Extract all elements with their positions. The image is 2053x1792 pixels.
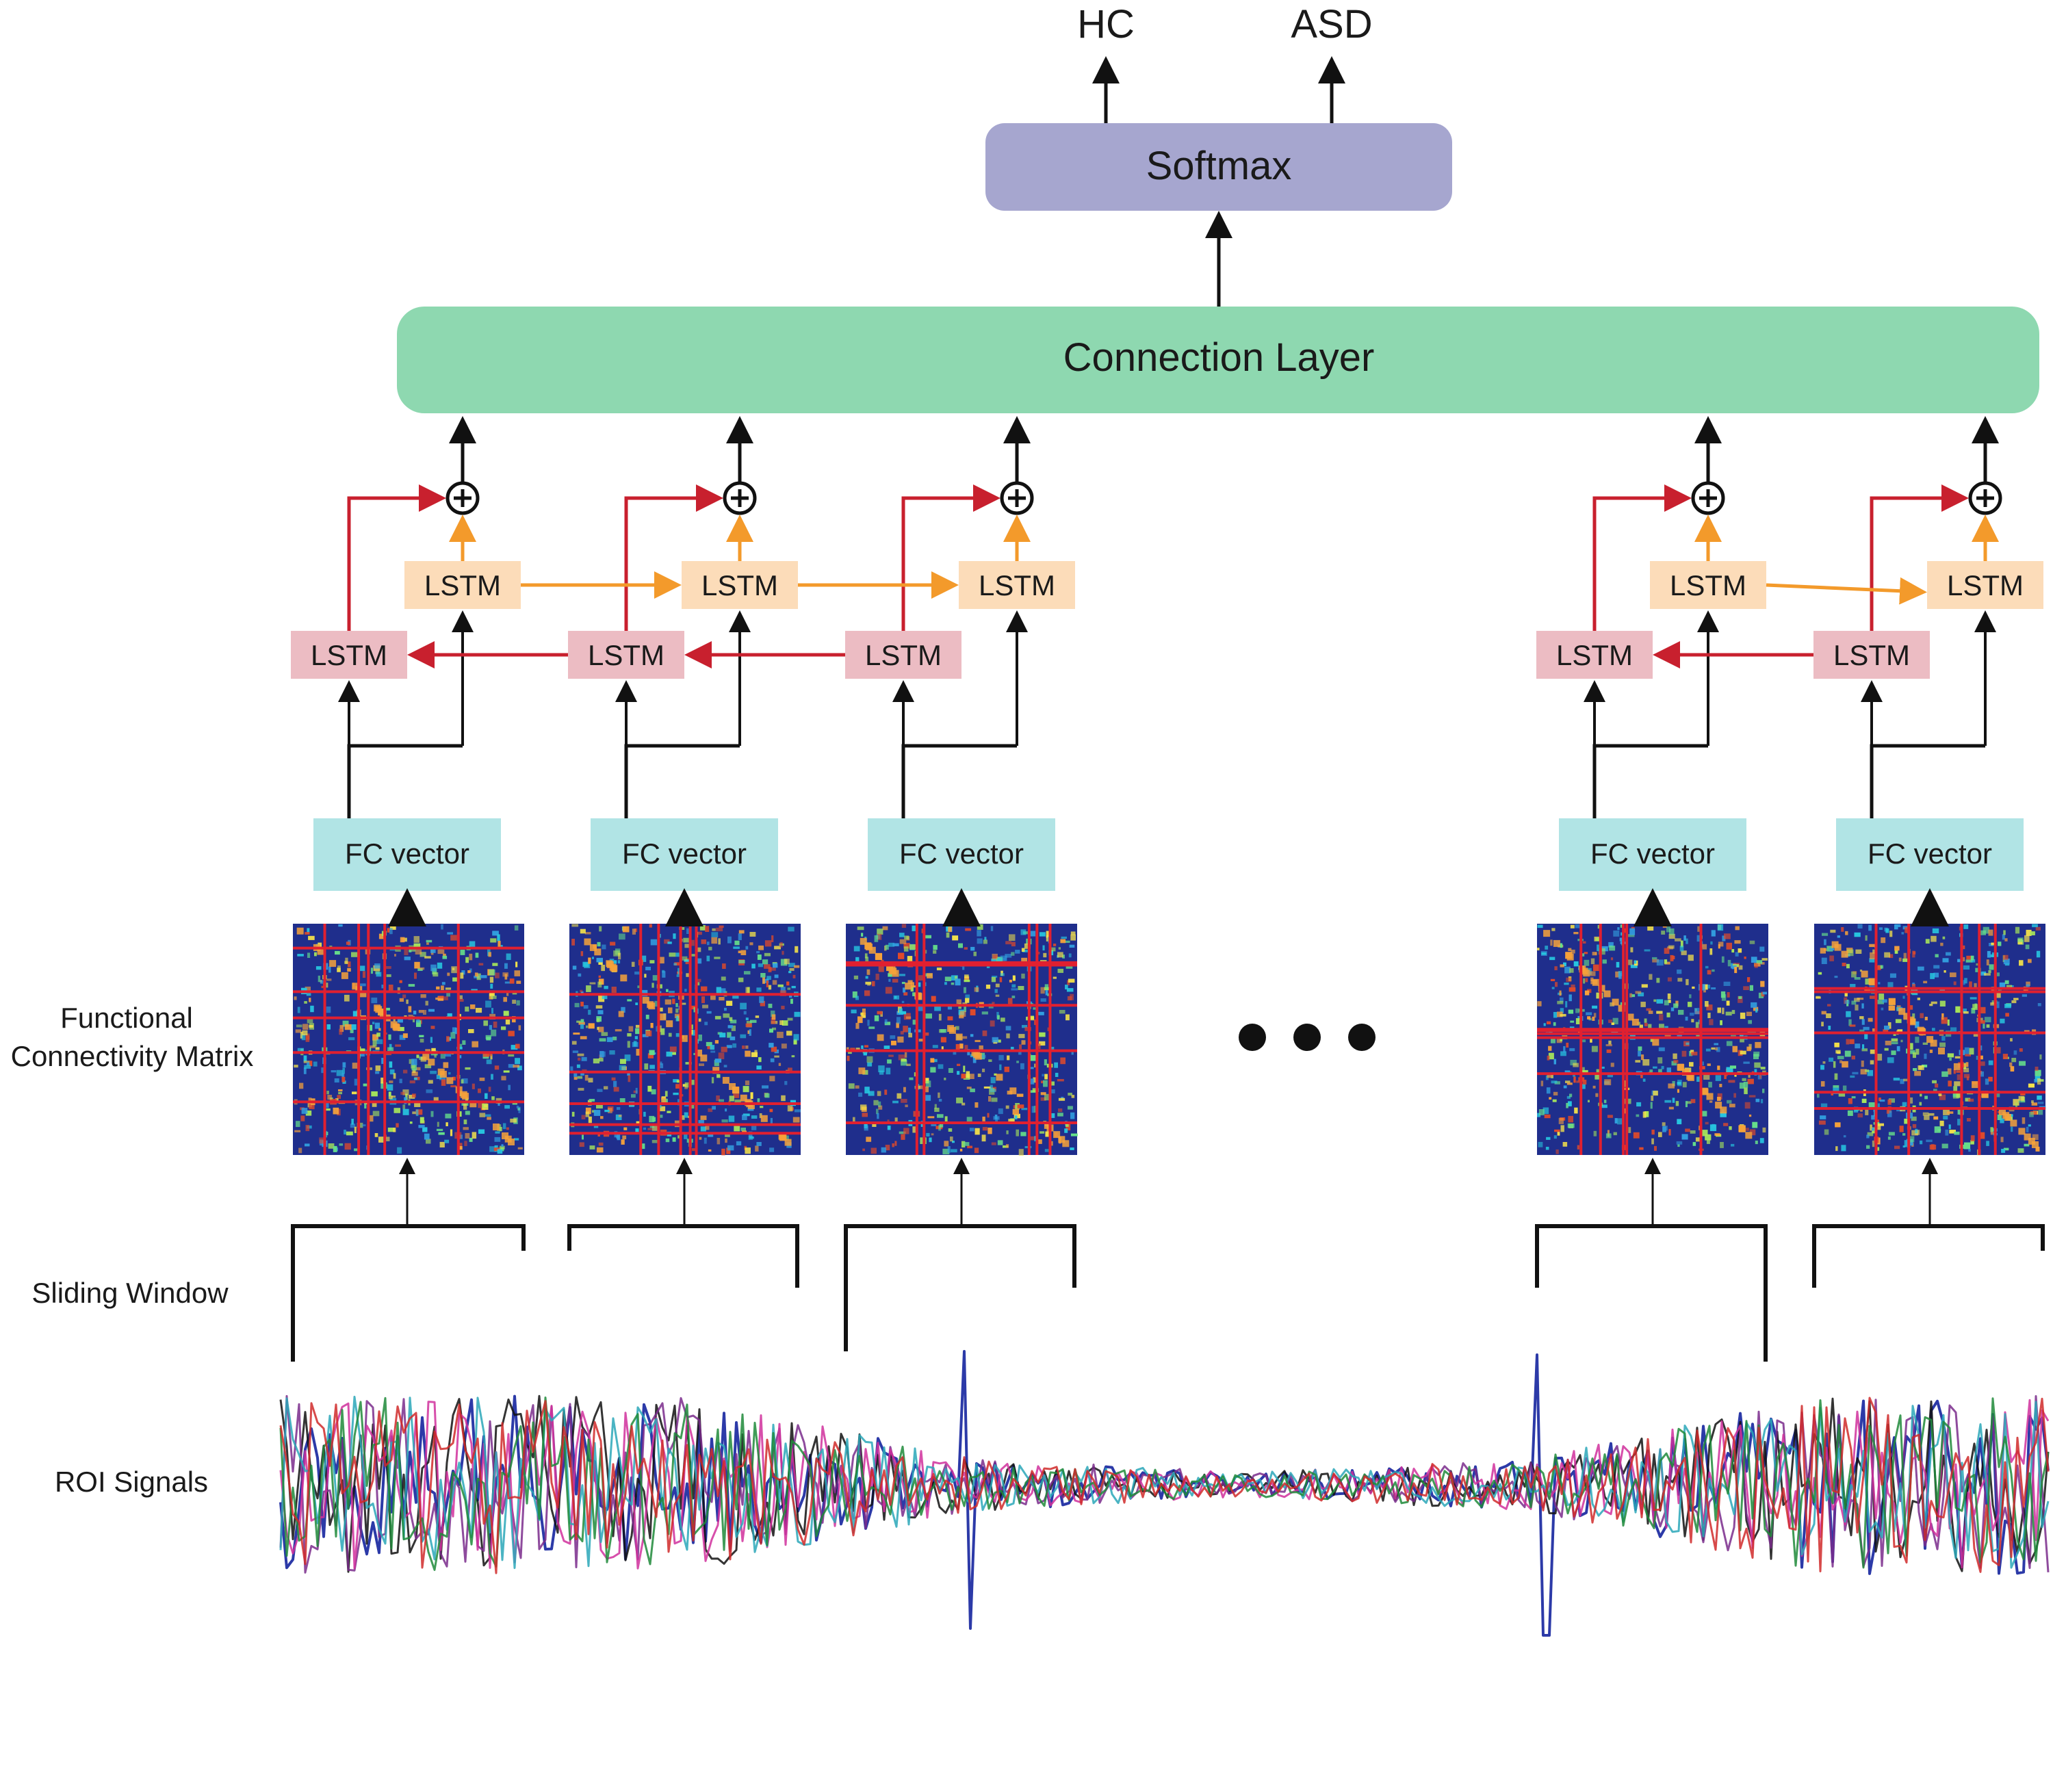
lstm-forward-label: LSTM: [701, 569, 778, 601]
column-1: LSTM LSTM FC vector: [291, 416, 526, 1362]
sliding-window-bracket: [291, 1224, 526, 1362]
fc-matrix-heatmap: [569, 924, 801, 1156]
lstm-backward-label: LSTM: [1833, 639, 1910, 671]
roi-signals-plot: [279, 1350, 2050, 1637]
lstm-forward-box: [959, 561, 1075, 609]
lstm-backward-box: [568, 631, 684, 679]
fc-vector-box: [868, 818, 1055, 891]
softmax-box: [985, 123, 1452, 211]
fc-to-lstm-connector: [347, 744, 463, 818]
fc-vector-label: FC vector: [899, 837, 1024, 870]
output-label-asd: ASD: [1291, 2, 1372, 47]
plus-circle-icon: [1000, 481, 1034, 515]
backward-output-arrow: [1870, 484, 1969, 631]
fc-matrix-label-line1: Functional: [60, 1002, 193, 1034]
fc-vector-label: FC vector: [1868, 837, 1992, 870]
lstm-backward-box: [291, 631, 407, 679]
fc-matrix-heatmap: [846, 924, 1078, 1156]
fc-vector-label: FC vector: [1590, 837, 1715, 870]
plus-circle-icon: [1968, 481, 2002, 515]
lstm-forward-label: LSTM: [979, 569, 1055, 601]
sliding-window-bracket: [1535, 1224, 1768, 1362]
lstm-forward-label: LSTM: [424, 569, 501, 601]
lstm-forward-box: [1927, 561, 2043, 609]
backward-output-arrow: [1592, 484, 1692, 631]
softmax-label: Softmax: [1146, 144, 1292, 188]
lstm-forward-box: [682, 561, 798, 609]
lstm-backward-label: LSTM: [311, 639, 387, 671]
roi-signal-trace: [279, 1397, 2050, 1574]
sliding-window-bracket: [1812, 1224, 2045, 1288]
fc-matrix-label-line2: Connectivity Matrix: [11, 1040, 254, 1072]
lstm-backward-box: [1813, 631, 1930, 679]
lstm-forward-box: [1650, 561, 1766, 609]
lstm-backward-label: LSTM: [1556, 639, 1633, 671]
roi-signals-label: ROI Signals: [55, 1466, 208, 1498]
fc-matrix-heatmap: [1814, 924, 2046, 1156]
lstm-forward-label: LSTM: [1670, 569, 1746, 601]
column-2: LSTM LSTM FC vector: [567, 416, 801, 1288]
fc-matrix-heatmap: [293, 924, 524, 1155]
fc-to-lstm-connector: [1592, 744, 1708, 818]
ellipsis-icon: [1239, 1024, 1376, 1051]
plus-circle-icon: [446, 481, 480, 515]
sliding-window-bracket: [844, 1224, 1076, 1351]
column-4: LSTM LSTM FC vector: [1535, 416, 1768, 1362]
lstm-backward-box: [1536, 631, 1653, 679]
fc-vector-box: [1559, 818, 1746, 891]
forward-recurrent-arrow: [1766, 577, 1927, 605]
lstm-backward-label: LSTM: [865, 639, 942, 671]
output-label-hc: HC: [1077, 2, 1135, 47]
plus-circle-icon: [723, 481, 757, 515]
lstm-forward-box: [404, 561, 521, 609]
fc-vector-label: FC vector: [345, 837, 469, 870]
plus-circle-icon: [1691, 481, 1725, 515]
backward-output-arrow: [347, 484, 446, 631]
column-5: LSTM LSTM FC vector: [1812, 416, 2046, 1288]
connection-layer-label: Connection Layer: [1063, 335, 1375, 380]
column-3: LSTM LSTM FC vector: [844, 416, 1078, 1351]
fc-vector-box: [1836, 818, 2024, 891]
sliding-window-bracket: [567, 1224, 799, 1288]
fc-vector-box: [313, 818, 501, 891]
fc-matrix-heatmap: [1537, 924, 1768, 1155]
lstm-backward-label: LSTM: [588, 639, 664, 671]
connection-layer-box: [397, 307, 2039, 413]
fc-to-lstm-connector: [624, 744, 740, 818]
lstm-forward-label: LSTM: [1947, 569, 2024, 601]
fc-to-lstm-connector: [1870, 744, 1985, 818]
fc-vector-label: FC vector: [622, 837, 747, 870]
sliding-window-label: Sliding Window: [31, 1277, 229, 1309]
lstm-backward-box: [845, 631, 961, 679]
fc-to-lstm-connector: [901, 744, 1017, 818]
fc-vector-box: [591, 818, 778, 891]
